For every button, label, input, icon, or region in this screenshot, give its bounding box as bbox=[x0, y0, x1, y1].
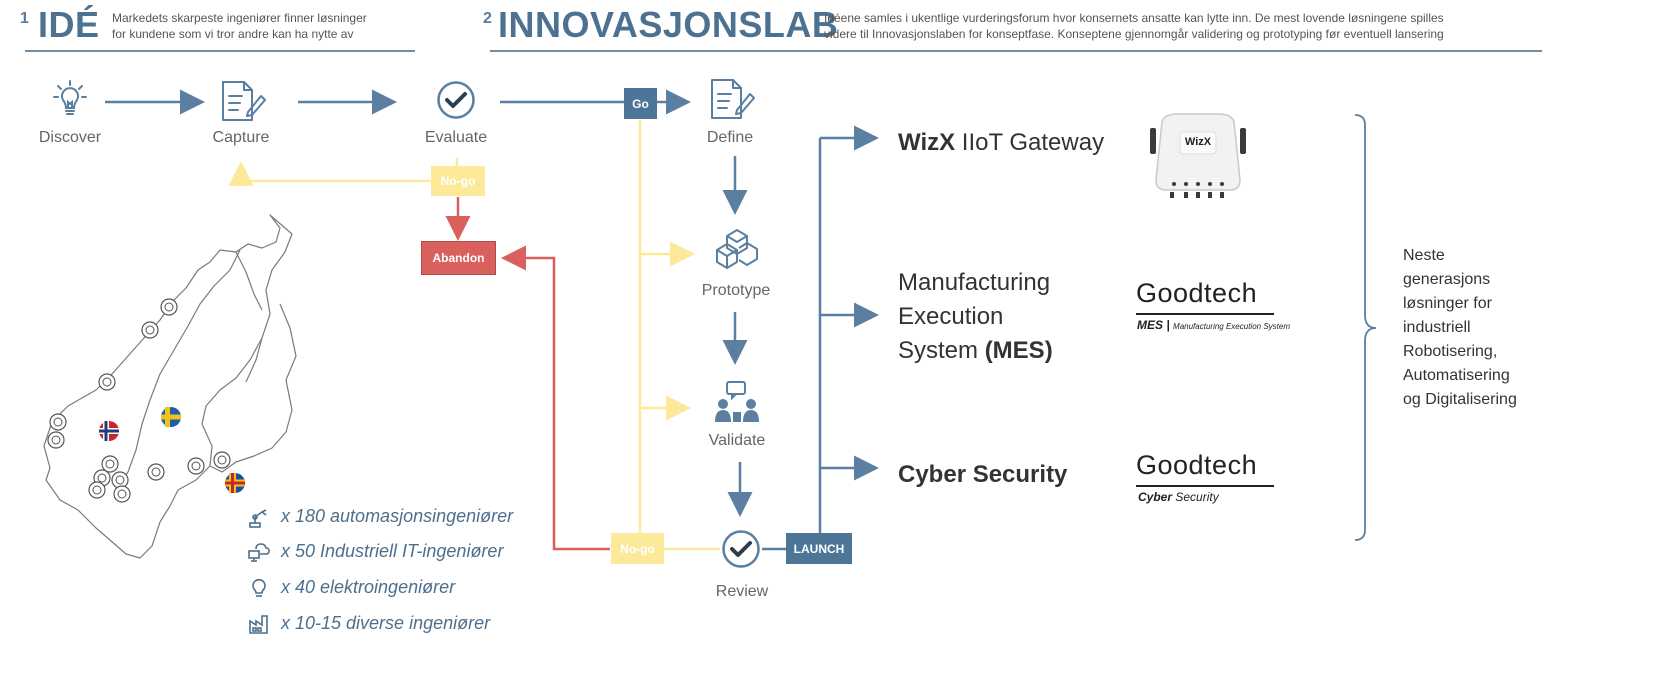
launch-tag: LAUNCH bbox=[786, 533, 852, 564]
summary-line: Robotisering, bbox=[1403, 343, 1498, 360]
mes-logo-sub-bold: MES | bbox=[1137, 318, 1170, 332]
cyber-logo-sub-bold: Cyber bbox=[1138, 490, 1173, 504]
factory-icon bbox=[248, 613, 270, 635]
product-mes: Manufacturing Execution System (MES) bbox=[898, 266, 1053, 368]
cubes-icon bbox=[713, 228, 759, 277]
summary-line: Neste bbox=[1403, 247, 1445, 264]
product-cyber-security: Cyber Security bbox=[898, 461, 1068, 488]
scandinavia-map bbox=[40, 210, 300, 560]
section2-number: 2 bbox=[483, 10, 492, 27]
section1-description-line1: Markedets skarpeste ingeniører finner lø… bbox=[112, 11, 367, 25]
summary-line: industriell bbox=[1403, 319, 1471, 336]
document-edit-icon bbox=[220, 80, 266, 127]
goodtech-logo: Goodtech bbox=[1136, 278, 1258, 308]
stat-industrial-it-engineers: x 50 Industriell IT-ingeniører bbox=[281, 541, 504, 561]
step-discover-label: Discover bbox=[38, 129, 102, 146]
aland-flag-icon bbox=[225, 473, 245, 493]
logo-underline bbox=[1136, 485, 1274, 487]
no-go-tag: No-go bbox=[611, 533, 664, 564]
cyber-logo-subtitle: Cyber Security bbox=[1138, 490, 1219, 504]
section2-title: INNOVASJONSLAB bbox=[498, 4, 839, 45]
section2-rule bbox=[490, 50, 1542, 52]
check-circle-icon bbox=[436, 80, 476, 125]
summary-line: og Digitalisering bbox=[1403, 391, 1517, 408]
lightbulb-icon bbox=[52, 80, 88, 125]
summary-line: generasjons bbox=[1403, 271, 1491, 288]
stat-misc-engineers: x 10-15 diverse ingeniører bbox=[281, 613, 491, 633]
logo-underline bbox=[1136, 313, 1274, 315]
sweden-flag-icon bbox=[161, 407, 181, 427]
abandon-tag: Abandon bbox=[421, 241, 496, 275]
team-discussion-icon bbox=[714, 380, 760, 429]
product-wizx-name: IIoT Gateway bbox=[955, 129, 1105, 156]
product-mes-abbrev: (MES) bbox=[984, 337, 1053, 364]
step-define-label: Define bbox=[706, 129, 754, 146]
summary-brace bbox=[1354, 114, 1377, 541]
product-mes-line3: System bbox=[898, 337, 985, 364]
step-validate-label: Validate bbox=[708, 432, 766, 449]
section2-description: Idéene samles i ukentlige vurderingsforu… bbox=[824, 10, 1624, 42]
robot-arm-icon bbox=[248, 506, 270, 528]
wizx-device-label: WizX bbox=[1184, 136, 1212, 148]
step-review-label: Review bbox=[715, 583, 769, 600]
cloud-computer-icon bbox=[248, 541, 270, 563]
goodtech-logo: Goodtech bbox=[1136, 450, 1258, 480]
no-go-tag: No-go bbox=[431, 166, 485, 196]
go-tag: Go bbox=[624, 88, 657, 119]
product-wizx-brand: WizX bbox=[898, 129, 956, 156]
product-mes-line1: Manufacturing bbox=[898, 269, 1051, 296]
mes-logo-sub-rest: Manufacturing Execution System bbox=[1173, 322, 1290, 331]
step-prototype-label: Prototype bbox=[701, 282, 771, 299]
section1-title: IDÉ bbox=[38, 4, 100, 45]
stat-electrical-engineers: x 40 elektroingeniører bbox=[281, 577, 456, 597]
step-capture-label: Capture bbox=[212, 129, 270, 146]
wizx-device-image: WizX bbox=[1150, 112, 1246, 200]
summary-text: Neste generasjons løsninger for industri… bbox=[1403, 244, 1517, 412]
section1-rule bbox=[25, 50, 415, 52]
goodtech-location-icon bbox=[47, 298, 231, 503]
summary-line: løsninger for bbox=[1403, 295, 1492, 312]
section1-description: Markedets skarpeste ingeniører finner lø… bbox=[112, 10, 422, 42]
cyber-logo-sub-rest: Security bbox=[1172, 490, 1219, 504]
section2-description-line2: videre til Innovasjonslaben for konseptf… bbox=[824, 27, 1444, 41]
arrow-nogo-abandon-return bbox=[501, 245, 610, 551]
product-wizx: WizX IIoT Gateway bbox=[898, 126, 1104, 160]
stat-automation-engineers: x 180 automasjonsingeniører bbox=[281, 506, 514, 526]
arrow-nogo-capture bbox=[228, 158, 459, 186]
norway-flag-icon bbox=[99, 421, 119, 441]
check-circle-icon bbox=[721, 529, 761, 574]
summary-line: Automatisering bbox=[1403, 367, 1510, 384]
section2-description-line1: Idéene samles i ukentlige vurderingsforu… bbox=[824, 11, 1444, 25]
document-edit-icon bbox=[709, 78, 755, 125]
section1-number: 1 bbox=[20, 10, 29, 27]
product-mes-line2: Execution bbox=[898, 303, 1004, 330]
mes-logo-subtitle: MES | Manufacturing Execution System bbox=[1137, 318, 1290, 332]
step-evaluate-label: Evaluate bbox=[424, 129, 488, 146]
lightbulb-icon bbox=[248, 577, 270, 599]
section1-description-line2: for kundene som vi tror andre kan ha nyt… bbox=[112, 27, 354, 41]
